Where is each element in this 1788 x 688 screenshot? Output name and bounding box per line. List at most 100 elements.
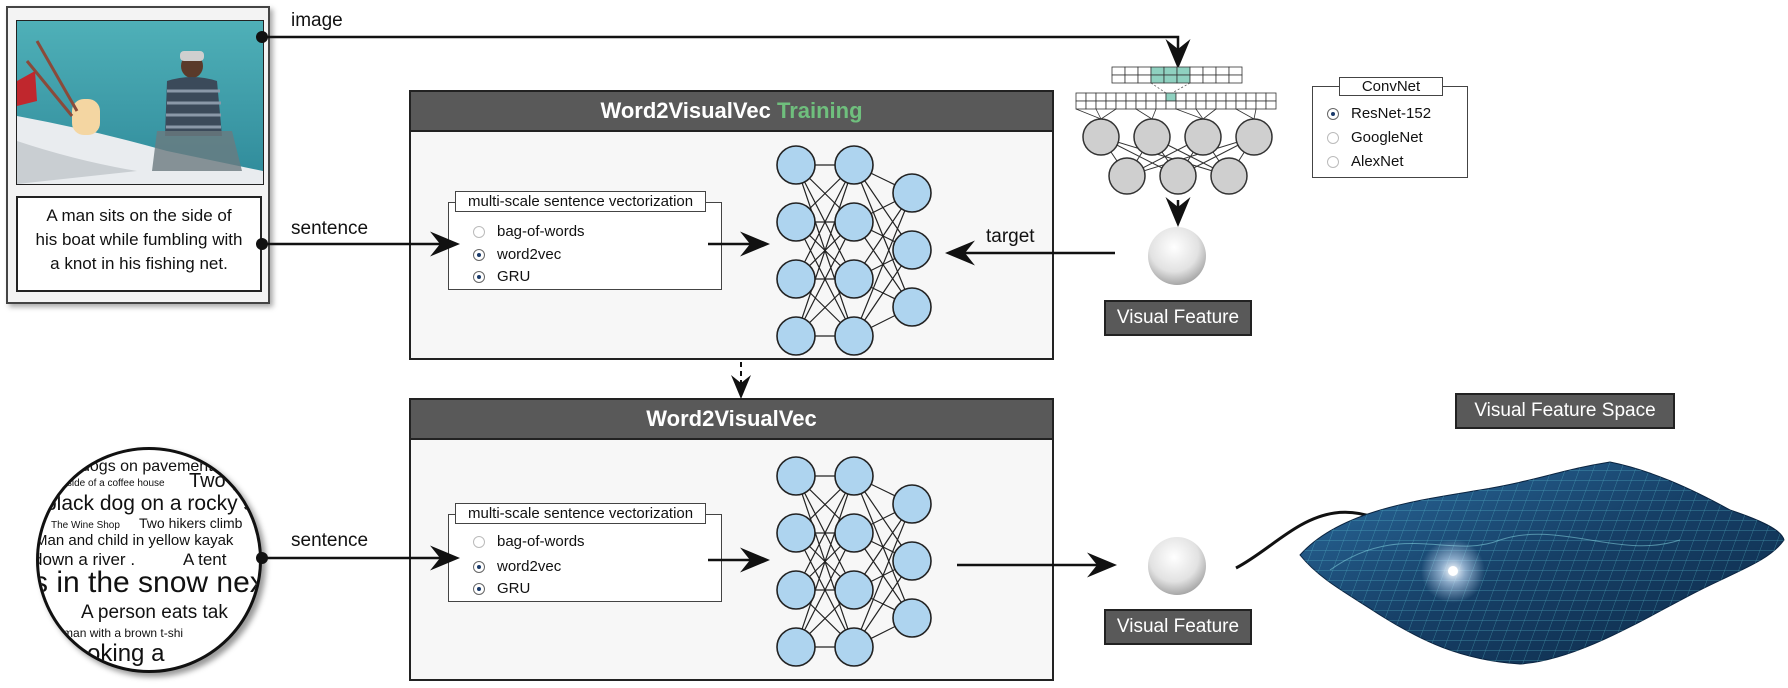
lens-word: Two hikers climb (139, 515, 243, 531)
sentence-label-top: sentence (291, 218, 369, 239)
cnn-edge (1175, 108, 1204, 120)
mlp-edge (795, 164, 855, 337)
mlp-neuron (892, 541, 932, 581)
radio-icon[interactable] (1327, 156, 1339, 169)
training-highlight: Training (776, 98, 863, 123)
shirt-stripes (166, 89, 221, 129)
option-bag-of-words-bottom[interactable]: bag-of-words (473, 533, 585, 550)
vectorization-title-top: multi-scale sentence vectorization (455, 191, 707, 212)
caption-line-2: his boat while fumbling with (35, 230, 243, 249)
convnet-title: ConvNet (1339, 77, 1443, 96)
cnn-edge (1253, 108, 1257, 120)
mlp-neuron (834, 202, 874, 242)
lens-word: outside of a coffee house (53, 478, 165, 489)
radio-selected-icon[interactable] (473, 271, 485, 284)
radio-icon[interactable] (473, 536, 485, 549)
cnn-cell (1205, 92, 1217, 102)
cnn-edge (1195, 108, 1204, 120)
cnn-cell (1165, 92, 1177, 102)
mlp-edge (853, 192, 913, 337)
cnn-cell (1215, 100, 1227, 110)
visual-feature-label-bottom: Visual Feature (1104, 609, 1252, 645)
option-resnet[interactable]: ResNet-152 (1327, 105, 1431, 122)
radio-icon[interactable] (1327, 132, 1339, 145)
visual-feature-label-top: Visual Feature (1104, 300, 1252, 336)
lens-word: black dog on a rocky s (45, 492, 254, 515)
cnn-node (1108, 157, 1146, 195)
mlp-network-bottom (776, 456, 932, 667)
visual-feature-sphere-bottom (1148, 537, 1206, 595)
mlp-neuron (776, 627, 816, 667)
option-word2vec-bottom[interactable]: word2vec (473, 558, 561, 575)
cnn-cell (1175, 100, 1187, 110)
cnn-edge (1126, 136, 1255, 177)
cnn-cell (1185, 92, 1197, 102)
mlp-neuron (834, 316, 874, 356)
option-gru-bottom[interactable]: GRU (473, 580, 530, 597)
cnn-cell (1095, 92, 1107, 102)
mlp-edge (795, 164, 855, 280)
boat-rope (25, 40, 79, 117)
mlp-neuron (776, 513, 816, 553)
cnn-cell (1150, 74, 1165, 84)
cnn-cell (1195, 92, 1207, 102)
cnn-node (1235, 118, 1273, 156)
cnn-cell (1115, 100, 1127, 110)
radio-selected-icon[interactable] (1327, 108, 1339, 121)
cnn-cell (1075, 100, 1087, 110)
option-word2vec-top[interactable]: word2vec (473, 246, 561, 263)
lens-word: A tent (183, 550, 227, 569)
cnn-cell (1215, 92, 1227, 102)
lens-word: dogs on pavement (81, 458, 213, 475)
mlp-neuron (776, 259, 816, 299)
option-gru-top[interactable]: GRU (473, 268, 530, 285)
image-arrow (262, 35, 1191, 69)
mlp-network-top (776, 145, 932, 356)
cnn-cell (1185, 100, 1197, 110)
sentence-arrow-bottom-dot (256, 552, 268, 564)
caption-line-1: A man sits on the side of (46, 206, 232, 225)
cnn-cell (1265, 92, 1277, 102)
mlp-neuron (776, 570, 816, 610)
cnn-cell (1085, 100, 1097, 110)
cnn-cell (1124, 74, 1139, 84)
cnn-edge (1202, 108, 1217, 120)
option-googlenet[interactable]: GoogleNet (1327, 129, 1423, 146)
mlp-neuron (776, 145, 816, 185)
mlp-neuron (892, 484, 932, 524)
cnn-edge (1235, 108, 1255, 120)
cnn-cell (1245, 92, 1257, 102)
radio-selected-icon[interactable] (473, 583, 485, 596)
mlp-neuron (892, 173, 932, 213)
vectorization-title-bottom: multi-scale sentence vectorization (455, 503, 707, 524)
sentence-label-bottom: sentence (291, 530, 369, 551)
option-alexnet[interactable]: AlexNet (1327, 153, 1404, 170)
lens-word: Man and child in yellow kayak (36, 532, 234, 549)
cnn-cell (1145, 92, 1157, 102)
cnn-dashed-link (1150, 82, 1191, 94)
cnn-cell (1111, 74, 1126, 84)
cnn-cell (1225, 92, 1237, 102)
cnn-cell (1228, 74, 1243, 84)
option-bag-of-words-top[interactable]: bag-of-words (473, 223, 585, 240)
lens-word: verlooking a (36, 640, 165, 667)
mlp-neuron (776, 316, 816, 356)
cnn-cell (1189, 74, 1204, 84)
cnn-cell (1105, 100, 1117, 110)
cnn-cell (1137, 74, 1152, 84)
radio-icon[interactable] (473, 226, 485, 239)
man-cap (180, 51, 204, 61)
vectorization-box-bottom: multi-scale sentence vectorization bag-o… (448, 503, 722, 602)
mlp-neuron (892, 287, 932, 327)
training-panel: Word2VisualVec Training multi-scale sent… (409, 90, 1054, 360)
target-label: target (986, 226, 1035, 247)
cnn-edge (1135, 108, 1153, 120)
radio-selected-icon[interactable] (473, 249, 485, 262)
inference-title: Word2VisualVec (646, 406, 817, 431)
mlp-neuron (834, 513, 874, 553)
boat-buoy (72, 99, 100, 135)
cnn-cell (1125, 92, 1137, 102)
lens-word: A person eats tak (81, 602, 228, 623)
radio-selected-icon[interactable] (473, 561, 485, 574)
cnn-cell (1085, 92, 1097, 102)
